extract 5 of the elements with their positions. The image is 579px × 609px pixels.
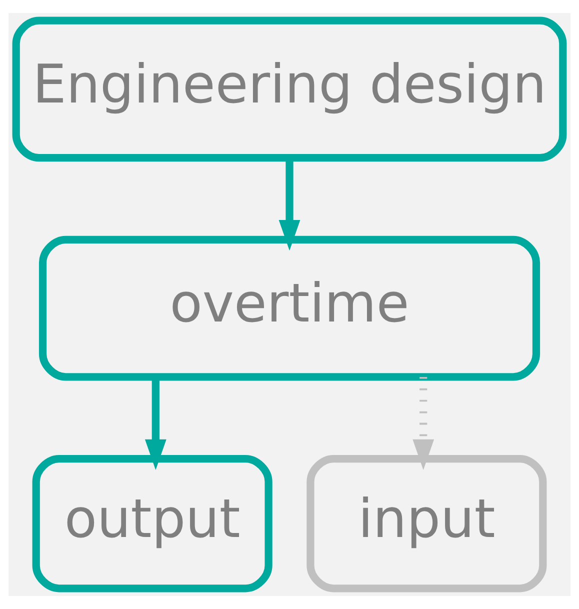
node-box: output [32, 455, 272, 592]
node-box: Engineering design [12, 16, 567, 162]
arrow [412, 377, 434, 470]
node-box: input [306, 455, 547, 592]
node-box: overtime [38, 236, 540, 381]
